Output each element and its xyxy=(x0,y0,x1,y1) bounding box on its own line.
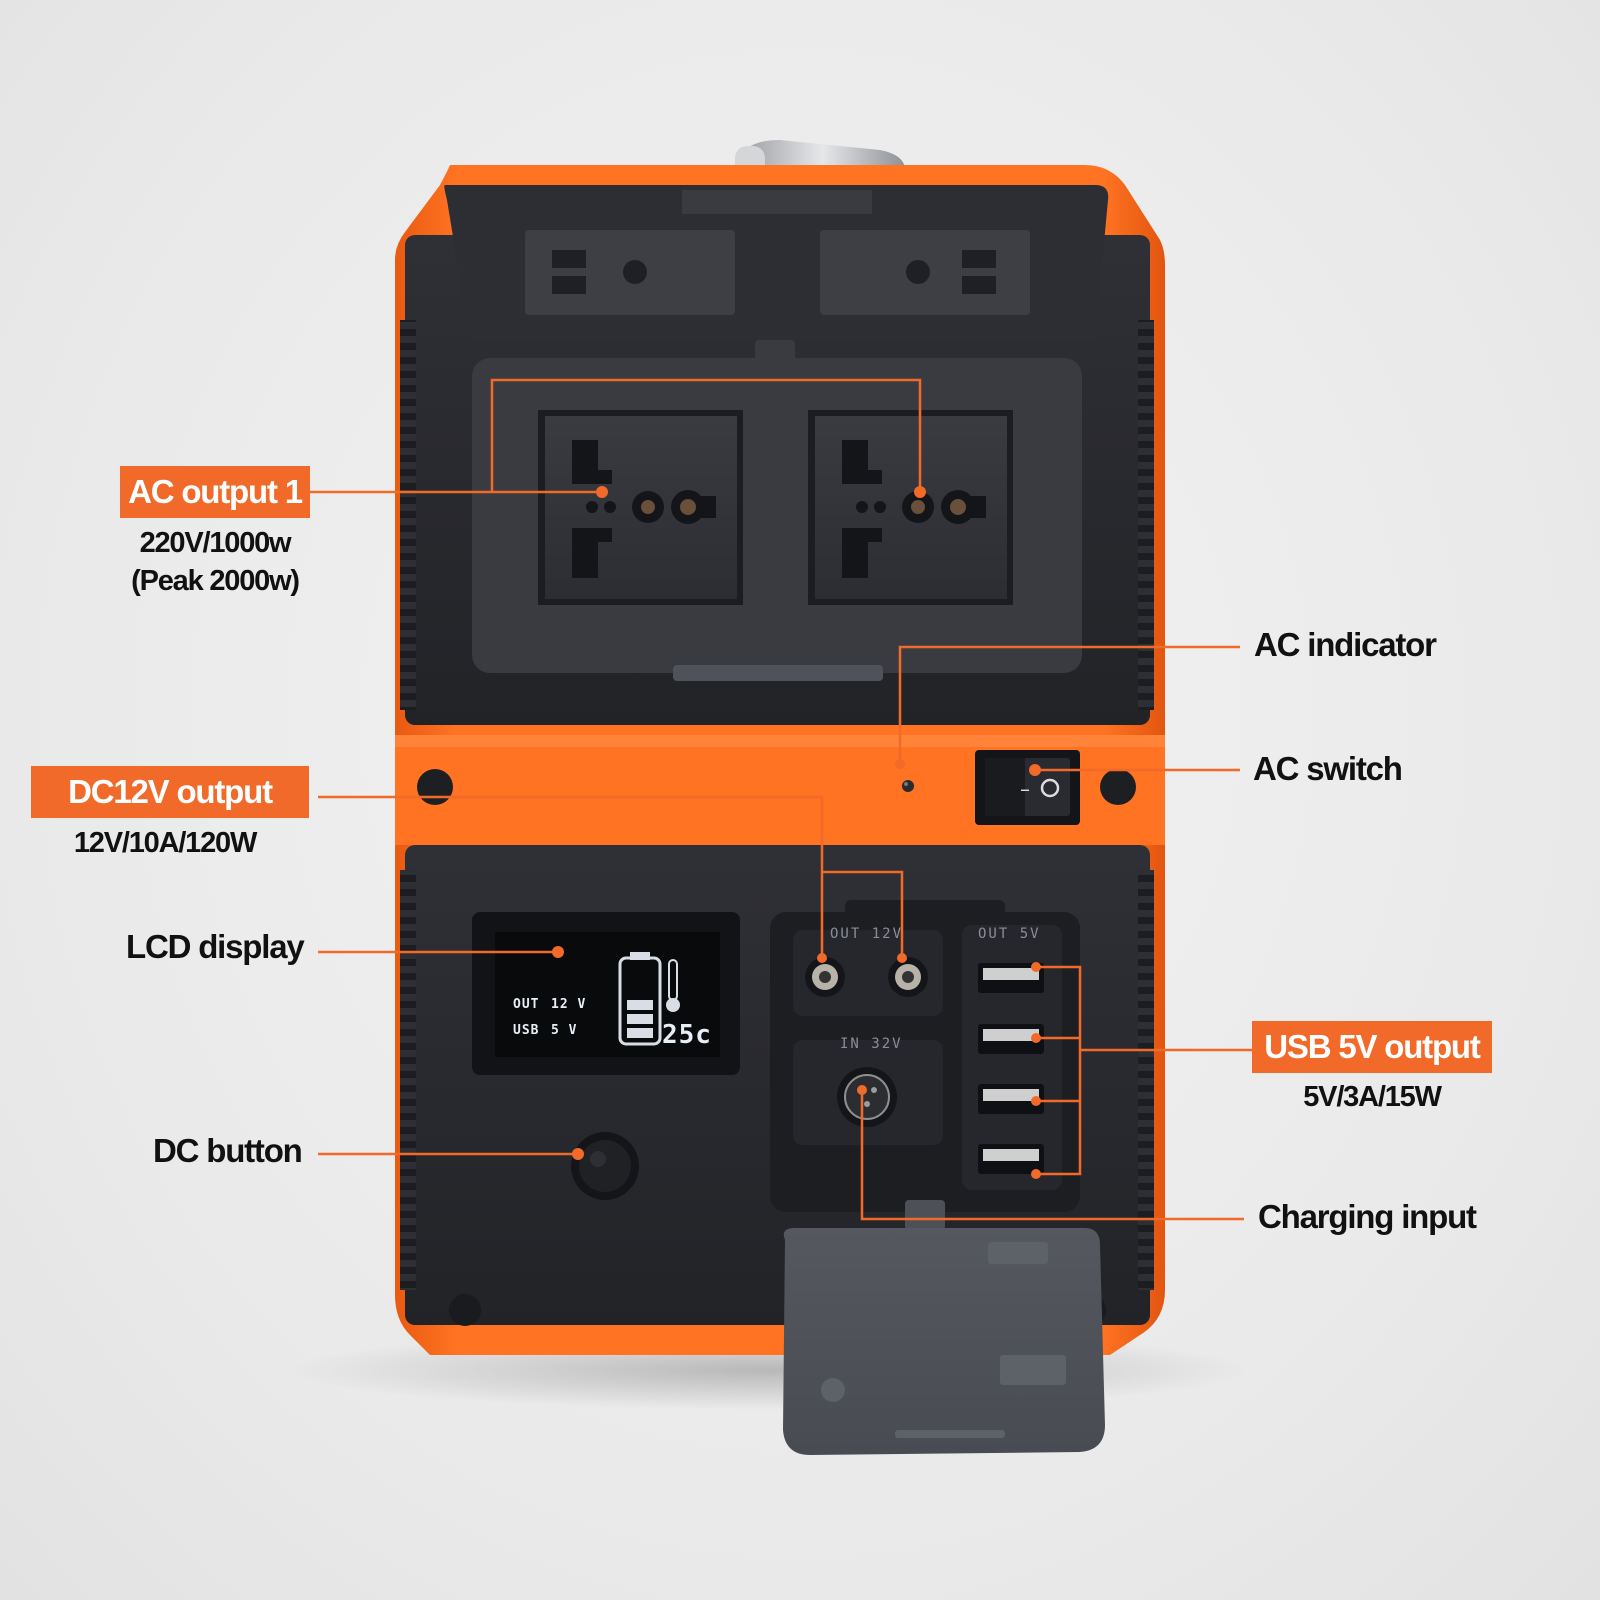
silkscreen-out-5v: OUT 5V xyxy=(978,926,1041,942)
ac-indicator-led xyxy=(902,780,914,792)
usb-port-3 xyxy=(978,1084,1044,1114)
dc-button xyxy=(571,1132,639,1200)
leader-charging-input xyxy=(860,1090,1244,1221)
vent-right-lower xyxy=(1138,870,1154,1290)
port-cover-flap xyxy=(783,1200,1105,1455)
label-dc-button: DC button xyxy=(153,1132,303,1169)
leader-lines xyxy=(310,378,1256,1221)
band-screw-left xyxy=(417,769,453,805)
label-ac-indicator: AC indicator xyxy=(1254,626,1437,663)
dc12v-jack-1 xyxy=(805,957,845,997)
band-screw-right xyxy=(1100,769,1136,805)
usb-port-2 xyxy=(978,1024,1044,1054)
silkscreen-out-12v: OUT 12V xyxy=(830,926,904,942)
label-lcd-display: LCD display xyxy=(126,928,305,965)
label-ac-switch: AC switch xyxy=(1253,750,1403,787)
label-charging-input: Charging input xyxy=(1258,1198,1477,1235)
leader-dc12v-bridge xyxy=(822,870,904,958)
leader-dc12v xyxy=(318,795,824,958)
spec-ac-output-line2: (Peak 2000w) xyxy=(131,565,300,597)
lcd-temperature: 25c xyxy=(662,1020,712,1050)
leader-usb-bus xyxy=(1036,965,1082,1176)
silkscreen-in-32v: IN 32V xyxy=(840,1036,903,1052)
charging-input-jack xyxy=(837,1067,897,1127)
label-usb-output: USB 5V output xyxy=(1252,1021,1492,1073)
lcd-usb-value: 5 V xyxy=(551,1023,578,1038)
leader-ac-indicator xyxy=(898,645,1240,764)
ac-switch: – xyxy=(975,750,1080,825)
dc12v-jack-2 xyxy=(888,957,928,997)
label-ac-output: AC output 1 xyxy=(120,466,310,518)
spec-usb-output: 5V/3A/15W xyxy=(1303,1081,1442,1113)
label-dc12v-output: DC12V output xyxy=(31,766,309,818)
vent-left-lower xyxy=(400,870,416,1290)
lcd-usb-key: USB xyxy=(513,1023,540,1038)
spec-dc12v-output: 12V/10A/120W xyxy=(73,827,257,859)
lcd-out-key: OUT xyxy=(513,997,540,1012)
lcd-screen xyxy=(472,912,740,1075)
usb-port-4 xyxy=(978,1144,1044,1174)
vent-left-upper xyxy=(400,320,416,710)
leader-dots xyxy=(552,486,1041,1179)
leader-ac-output-bridge xyxy=(490,378,922,492)
lcd-out-value: 12 V xyxy=(551,997,587,1012)
socket-cover-lid xyxy=(444,185,1109,368)
vent-right-upper xyxy=(1138,320,1154,710)
svg-text:–: – xyxy=(1020,777,1030,801)
ac-socket-1 xyxy=(538,410,743,605)
ac-socket-2 xyxy=(808,410,1013,605)
spec-ac-output-line1: 220V/1000w xyxy=(139,527,292,559)
usb-port-1 xyxy=(978,963,1044,993)
